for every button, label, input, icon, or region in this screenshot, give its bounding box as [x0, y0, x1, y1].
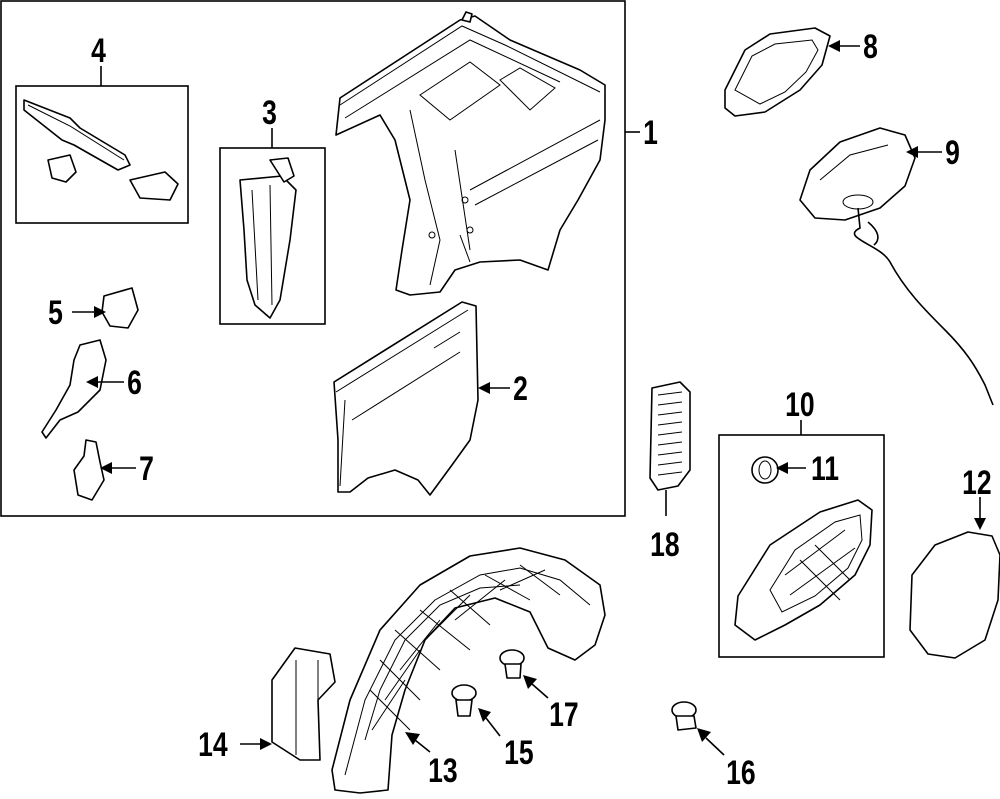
callout-15: 15 [504, 734, 534, 772]
callout-14: 14 [198, 726, 228, 764]
bracket-part-7 [73, 439, 105, 501]
push-pin-fastener-part-17 [499, 649, 525, 679]
part-frame-4 [15, 85, 189, 224]
callout-16: 16 [726, 754, 756, 792]
push-pin-fastener-part-16 [671, 701, 697, 731]
fuel-door-part [724, 27, 831, 117]
callout-17: 17 [549, 696, 579, 734]
callout-2: 2 [513, 370, 528, 408]
callout-1: 1 [643, 114, 658, 152]
callout-labels: 1 2 3 4 5 6 7 8 9 10 11 12 13 14 15 16 1… [48, 28, 992, 792]
leader-lines [72, 40, 986, 756]
fuel-door-bumper-part [751, 456, 779, 484]
quarter-outer-panel-part [333, 301, 479, 496]
callout-3: 3 [262, 94, 277, 132]
callout-8: 8 [863, 28, 878, 66]
callout-11: 11 [811, 450, 839, 488]
callout-10: 10 [785, 386, 815, 424]
vent-grille-part [649, 381, 691, 491]
wheelhouse-liner-part [331, 547, 606, 794]
quarter-inner-panel-part [335, 11, 606, 296]
fuel-pocket-part [734, 499, 873, 641]
assembly-frame-1 [0, 0, 626, 517]
bracket-part-6 [41, 339, 107, 439]
callout-9: 9 [945, 134, 960, 172]
push-pin-fastener-part-15 [451, 684, 477, 717]
bracket-part-5 [101, 287, 139, 329]
splash-deflector-part [271, 647, 336, 761]
filler-housing-part [799, 127, 994, 406]
callout-12: 12 [962, 464, 992, 502]
reinforcement-bracket-part [239, 157, 297, 319]
callout-7: 7 [139, 450, 154, 488]
fuel-door-seal-part [909, 531, 1000, 659]
callout-5: 5 [48, 294, 63, 332]
callout-4: 4 [91, 32, 106, 70]
callout-18: 18 [650, 526, 680, 564]
callout-13: 13 [428, 752, 458, 790]
rail-extension-part [23, 99, 179, 201]
callout-6: 6 [127, 364, 142, 402]
